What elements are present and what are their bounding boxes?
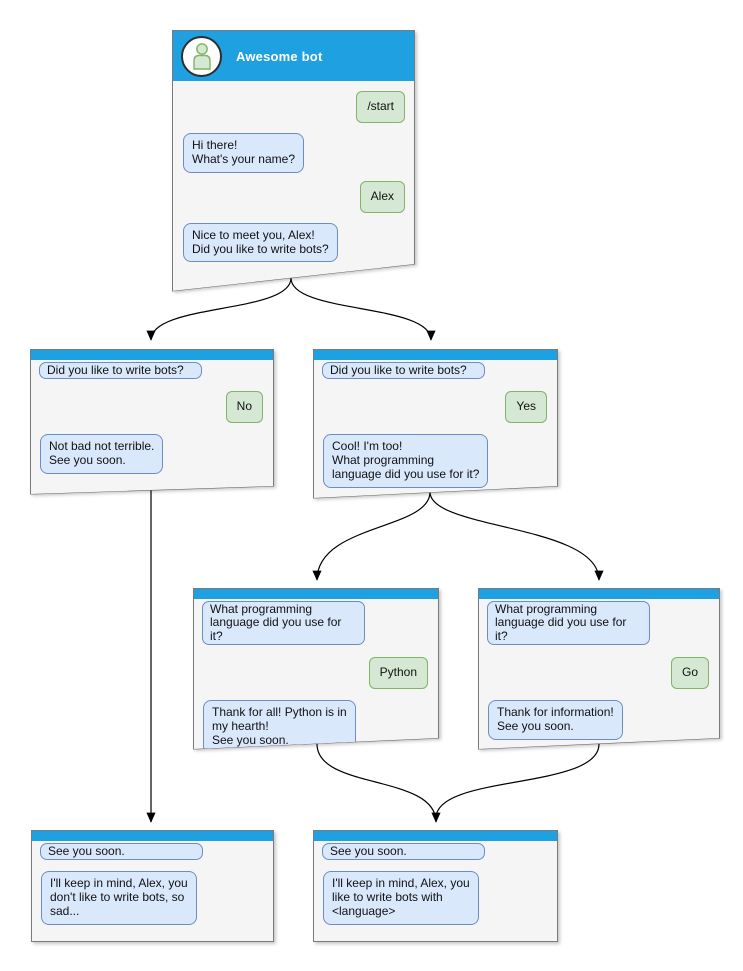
bot-reply-bubble: I'll keep in mind, Alex, you like to wri… <box>323 871 479 925</box>
chat-body: What programming language did you use fo… <box>479 599 719 749</box>
chat-window-branch-yes: Did you like to write bots? Yes Cool! I'… <box>313 349 558 498</box>
user-answer-bubble: Go <box>670 657 709 690</box>
user-answer-bubble: No <box>225 391 263 424</box>
window-titlebar <box>194 589 438 599</box>
user-message-bubble: Alex <box>359 180 405 213</box>
bot-reply-bubble: I'll keep in mind, Alex, you don't like … <box>41 871 197 925</box>
user-answer-bubble: Yes <box>505 391 547 424</box>
chat-body: What programming language did you use fo… <box>194 599 438 749</box>
chat-body: /start Hi there! What's your name? Alex … <box>173 81 414 291</box>
chat-window-branch-go: What programming language did you use fo… <box>478 588 720 749</box>
edge-yes-to-python <box>312 491 431 581</box>
bot-avatar <box>181 35 222 77</box>
person-icon <box>192 43 211 70</box>
user-answer-bubble: Python <box>368 657 428 690</box>
bot-reply-bubble: Not bad not terrible. See you soon. <box>40 434 164 474</box>
echo-question-bubble: See you soon. <box>40 843 203 861</box>
edge-python-to-end <box>316 743 441 823</box>
window-titlebar <box>32 831 273 841</box>
echo-question-bubble: What programming language did you use fo… <box>202 601 365 646</box>
echo-question-bubble: Did you like to write bots? <box>39 362 202 380</box>
chat-window-end-yes: See you soon. I'll keep in mind, Alex, y… <box>313 830 558 942</box>
bot-message-bubble: Hi there! What's your name? <box>183 132 305 173</box>
chat-body: See you soon. I'll keep in mind, Alex, y… <box>32 841 273 941</box>
edge-yes-to-go <box>429 491 604 581</box>
bot-reply-bubble: Thank for all! Python is in my hearth! S… <box>203 700 356 749</box>
window-titlebar: Awesome bot <box>173 31 414 81</box>
bot-message-bubble: Nice to meet you, Alex! Did you like to … <box>183 222 338 263</box>
echo-question-bubble: See you soon. <box>322 843 485 861</box>
bot-reply-bubble: Cool! I'm too! What programming language… <box>323 434 489 488</box>
window-titlebar <box>31 350 273 360</box>
edge-go-to-end <box>435 743 600 819</box>
chat-window-end-no: See you soon. I'll keep in mind, Alex, y… <box>31 830 274 942</box>
chat-window-branch-python: What programming language did you use fo… <box>193 588 439 749</box>
window-titlebar <box>479 589 719 599</box>
window-titlebar <box>314 831 557 841</box>
chat-body: Did you like to write bots? Yes Cool! I'… <box>314 360 557 498</box>
bot-reply-bubble: Thank for information! See you soon. <box>488 700 623 740</box>
echo-question-bubble: What programming language did you use fo… <box>487 601 650 646</box>
chat-body: Did you like to write bots? No Not bad n… <box>31 360 273 494</box>
chat-body: See you soon. I'll keep in mind, Alex, y… <box>314 841 557 941</box>
window-titlebar <box>314 350 557 360</box>
echo-question-bubble: Did you like to write bots? <box>322 362 485 380</box>
chat-window-branch-no: Did you like to write bots? No Not bad n… <box>30 349 274 494</box>
chat-window-main: Awesome bot /start Hi there! What's your… <box>172 30 415 291</box>
window-title: Awesome bot <box>236 48 323 64</box>
user-message-bubble: /start <box>356 91 405 123</box>
